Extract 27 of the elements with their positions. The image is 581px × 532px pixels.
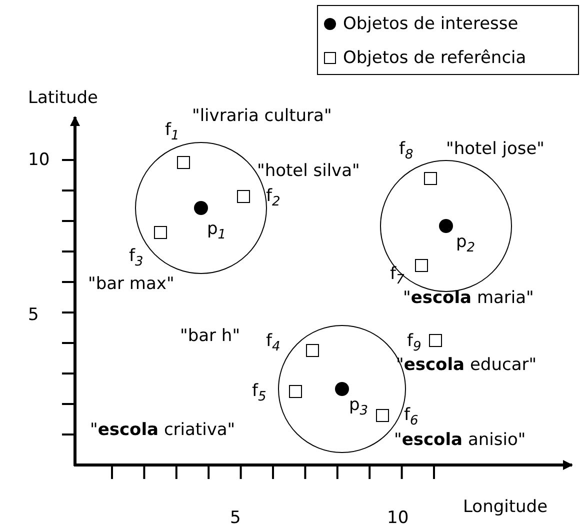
feature-label: f$_{3}$ [129,246,144,272]
feature-label: f$_{4}$ [266,331,280,356]
point-label: p$_{3}$ [349,395,368,420]
tick-label: 10 [28,150,50,170]
place-name: "bar h" [180,326,240,346]
place-name: "escola criativa" [90,420,236,440]
place-name: "escola anisio" [394,430,526,450]
legend-label: Objetos de referência [343,48,526,68]
tick-label: 5 [28,305,39,325]
feature-label: f$_{1}$ [165,120,180,146]
feature-label: f$_{9}$ [407,331,422,356]
feature-label: f$_{6}$ [404,405,418,430]
feature-label: f$_{8}$ [399,139,414,164]
place-name: "bar max" [88,274,174,294]
axis-title: Latitude [28,88,98,108]
feature-label: f$_{2}$ [266,186,280,212]
axis-title: Longitude [463,497,548,517]
place-name: "hotel silva" [257,161,360,181]
point-label: p$_{1}$ [207,219,226,244]
place-name: "escola maria" [403,288,534,308]
point-label: p$_{2}$ [456,232,476,258]
place-name: "hotel jose" [446,139,545,159]
legend-label: Objetos de interesse [343,14,518,34]
feature-label: f$_{5}$ [252,381,266,406]
place-name: "livraria cultura" [192,106,332,126]
tick-label: 10 [387,508,409,528]
tick-label: 5 [230,508,241,528]
